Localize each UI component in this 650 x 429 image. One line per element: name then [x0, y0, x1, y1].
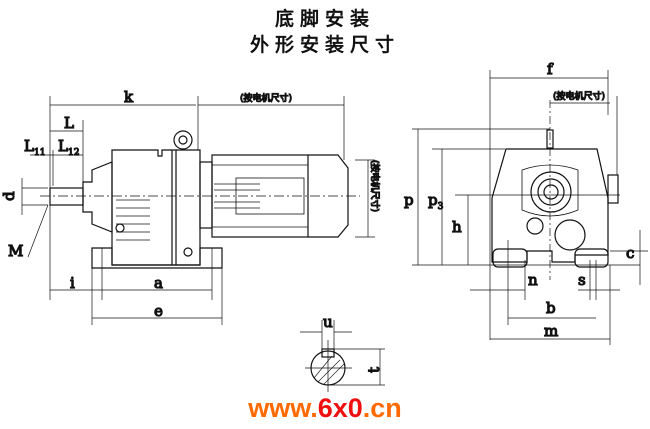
label-m: m: [544, 322, 558, 340]
title-line-1: 底脚安装: [274, 8, 375, 30]
label-k: k: [124, 88, 134, 106]
side-view: k (按电机尺寸) L L11 L12 d M i a e (按电机尺寸): [0, 87, 382, 325]
label-b: b: [546, 299, 556, 317]
label-s: s: [578, 271, 586, 289]
label-i: i: [70, 274, 75, 292]
label-e: e: [154, 302, 163, 320]
label-a: a: [154, 274, 163, 292]
label-per-motor-side: (按电机尺寸): [369, 160, 381, 212]
label-d: d: [0, 191, 18, 201]
label-p3: p3: [428, 191, 444, 212]
label-c: c: [626, 244, 634, 262]
label-h: h: [452, 218, 462, 236]
label-L12: L12: [58, 137, 79, 158]
label-n: n: [528, 271, 538, 289]
shaft-section: u t: [300, 312, 385, 392]
watermark: www.6x0.cn: [248, 393, 402, 423]
label-per-motor-front: (按电机尺寸): [553, 90, 605, 102]
label-f: f: [547, 60, 554, 78]
label-t: t: [365, 367, 383, 373]
front-view: f (按电机尺寸) p p3 h c n s b m: [403, 59, 648, 345]
label-u: u: [323, 313, 333, 331]
label-per-motor-top: (按电机尺寸): [240, 92, 292, 104]
label-M: M: [8, 242, 23, 260]
title-line-2: 外形安装尺寸: [249, 34, 400, 56]
label-L: L: [64, 114, 74, 132]
label-p: p: [404, 191, 414, 209]
label-L11: L11: [24, 137, 45, 158]
